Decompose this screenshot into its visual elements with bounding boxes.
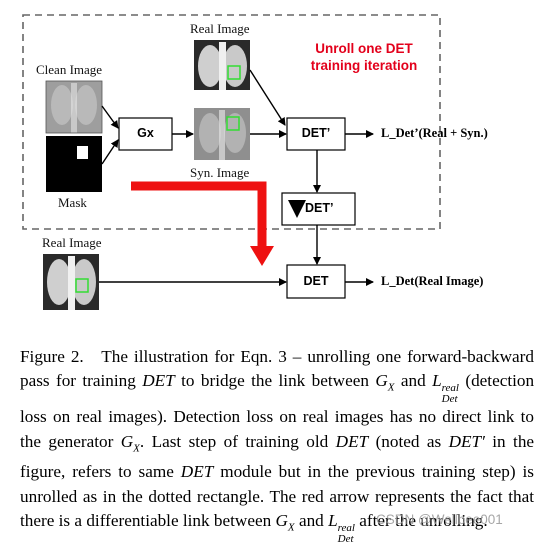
caption-text: to bridge the link between <box>181 371 369 391</box>
caption-text: . Last step of training old <box>139 431 329 451</box>
caption-text: in the figure, refers to same <box>20 431 535 482</box>
mask-image <box>46 136 102 192</box>
real-image-bottom-label: Real Image <box>42 235 102 250</box>
red-arrow <box>131 181 274 266</box>
mask-label: Mask <box>58 195 87 210</box>
caption-math: DET <box>142 371 175 391</box>
det-prime-label: DET’ <box>301 126 331 140</box>
caption-text: after the unrolling. <box>359 510 488 530</box>
caption-math: GX <box>275 510 295 534</box>
unroll-dashed-rect <box>22 14 441 230</box>
caption-text: module but in the previous training step… <box>20 462 535 530</box>
diagram-canvas <box>22 14 441 310</box>
unroll-note: Unroll one DET training iteration <box>294 40 434 74</box>
caption-math: DET′ <box>448 431 485 451</box>
det-prime-grad-label: DET’ <box>305 201 334 215</box>
syn-image-label: Syn. Image <box>190 165 250 180</box>
caption-text: and <box>400 371 426 391</box>
output-top-label: L_Det’(Real + Syn.) <box>381 126 488 140</box>
clean-image-label: Clean Image <box>36 62 103 77</box>
unroll-note-line2: training iteration <box>310 58 418 73</box>
caption-math: DET <box>335 431 369 451</box>
figure-caption: Figure 2. The illustration for Eqn. 3 – … <box>20 345 534 545</box>
figure-label: Figure 2. <box>20 347 84 366</box>
real-image-top-label: Real Image <box>190 21 250 36</box>
caption-math: GX <box>375 371 395 394</box>
det-label: DET <box>303 274 329 288</box>
real-image-top <box>194 40 250 90</box>
caption-math: GX <box>120 431 140 455</box>
caption-text: (detection loss on real images). Detecti… <box>20 371 535 451</box>
arrows <box>99 69 374 286</box>
real-image-bottom <box>43 254 99 310</box>
caption-text: and <box>298 510 324 530</box>
output-bottom-label: L_Det(Real Image) <box>381 274 484 288</box>
nabla-symbol <box>288 200 306 218</box>
syn-image <box>194 108 250 160</box>
caption-text: (noted as <box>375 431 442 451</box>
caption-math: DET <box>180 462 214 482</box>
clean-image <box>45 80 103 134</box>
watermark: CSDN @Wellbee001 <box>376 512 503 527</box>
unroll-note-line1: Unroll one DET <box>315 41 413 56</box>
caption-text: The illustration for Eqn. 3 – unrolling … <box>20 347 534 391</box>
gx-label: Gx <box>137 126 154 140</box>
det-box <box>286 264 346 299</box>
